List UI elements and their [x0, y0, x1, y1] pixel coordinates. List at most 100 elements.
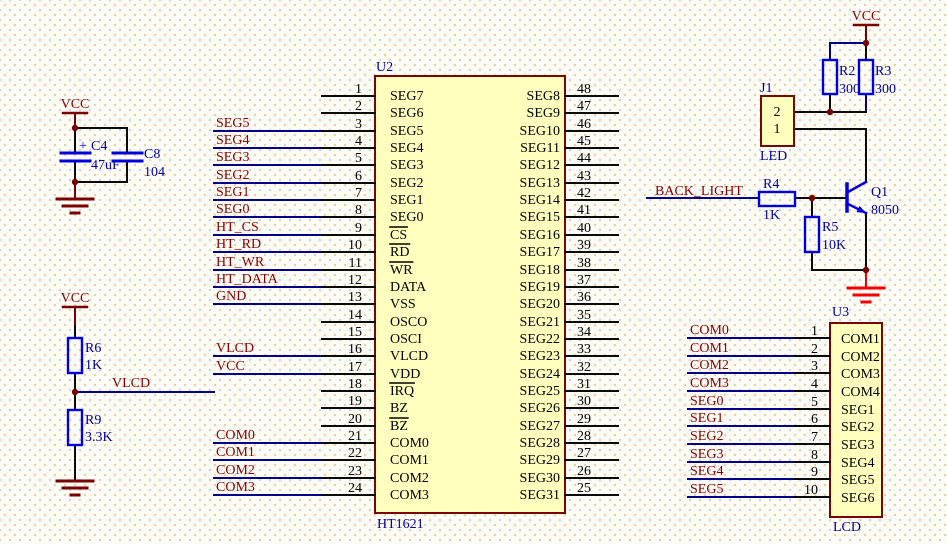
net-label-SEG5[interactable]: SEG5: [216, 116, 249, 131]
pin-name: BZ: [390, 401, 408, 416]
junction-dot: [71, 178, 79, 186]
pin-number: 2: [811, 342, 818, 357]
net-label-HT_RD[interactable]: HT_RD: [216, 237, 261, 252]
vcc-label: VCC: [61, 291, 90, 306]
junction-dot: [71, 388, 79, 396]
ground-decoupling[interactable]: [55, 197, 95, 215]
net-label-SEG4[interactable]: SEG4: [690, 464, 723, 479]
value-label: 104: [144, 165, 165, 180]
net-label-BACK_LIGHT[interactable]: BACK_LIGHT: [655, 184, 743, 199]
pin-number: 25: [577, 481, 591, 496]
ground-backlight[interactable]: [846, 286, 886, 304]
net-label-SEG1[interactable]: SEG1: [690, 411, 723, 426]
pin-name: OSCI: [390, 332, 422, 347]
resistor-body: [857, 58, 875, 96]
pin-name: SEG11: [520, 141, 560, 156]
net-label-VLCD-divider[interactable]: VLCD: [112, 376, 150, 391]
pin-number: 5: [355, 151, 362, 166]
net-label-COM0[interactable]: COM0: [690, 323, 729, 338]
net-label-SEG1[interactable]: SEG1: [216, 185, 249, 200]
pin-name: SEG23: [520, 349, 560, 364]
pin-name: SEG31: [520, 488, 560, 503]
net-label-COM3[interactable]: COM3: [216, 480, 255, 495]
net-label-SEG0[interactable]: SEG0: [690, 394, 723, 409]
net-label-VLCD[interactable]: VLCD: [216, 341, 254, 356]
net-label-COM3[interactable]: COM3: [690, 376, 729, 391]
pin-number: 36: [577, 290, 591, 305]
pin-name: SEG7: [390, 89, 423, 104]
pin-number: 15: [348, 325, 362, 340]
net-label-COM2[interactable]: COM2: [690, 358, 729, 373]
pin-number: 42: [577, 186, 591, 201]
junction-dot: [826, 108, 834, 116]
ref-designator: Q1: [871, 185, 888, 200]
pin-number: 7: [355, 186, 362, 201]
ground-divider[interactable]: [55, 479, 95, 497]
pin-number: 9: [355, 221, 362, 236]
vcc-symbol-decoupling[interactable]: VCC: [61, 97, 90, 115]
pin-name: SEG28: [520, 436, 560, 451]
pin-name: SEG13: [520, 176, 560, 191]
vcc-symbol-divider[interactable]: VCC: [61, 291, 90, 309]
pin-number: 4: [811, 377, 818, 392]
pin-name: SEG0: [390, 210, 423, 225]
net-labels: SEG5SEG4SEG3SEG2SEG1SEG0HT_CSHT_RDHT_WRH…: [112, 116, 743, 497]
ref-designator: R3: [875, 64, 891, 79]
vcc-symbol-backlight[interactable]: VCC: [852, 9, 881, 27]
emitter-arrow: [856, 205, 866, 213]
net-label-COM2[interactable]: COM2: [216, 463, 255, 478]
pin-number: 47: [577, 99, 591, 114]
net-label-COM1[interactable]: COM1: [216, 445, 255, 460]
pin-number: 32: [577, 360, 591, 375]
net-label-VCC[interactable]: VCC: [216, 359, 245, 374]
pin-name: COM1: [841, 332, 880, 347]
connector-u3-lcd[interactable]: U3LCD1COM12COM23COM34COM45SEG16SEG27SEG3…: [794, 305, 883, 535]
pin-name: COM0: [390, 436, 429, 451]
pin-number: 48: [577, 82, 591, 97]
resistor-body: [821, 58, 839, 96]
pin-name: SEG21: [520, 315, 560, 330]
net-label-SEG3[interactable]: SEG3: [690, 447, 723, 462]
pin-number: 44: [577, 151, 591, 166]
pin-number: 16: [348, 342, 362, 357]
pin-number: 29: [577, 412, 591, 427]
pin-name: SEG4: [390, 141, 423, 156]
pin-number: 5: [811, 395, 818, 410]
net-label-GND[interactable]: GND: [216, 289, 246, 304]
pin-number: 2: [774, 105, 781, 120]
connector-body: [760, 95, 795, 147]
pin-name: SEG2: [841, 420, 874, 435]
pin-name: SEG20: [520, 297, 560, 312]
net-label-SEG3[interactable]: SEG3: [216, 150, 249, 165]
resistor-r9[interactable]: R93.3K: [66, 408, 113, 447]
pin-name: COM2: [841, 350, 880, 365]
pin-name: IRQ: [390, 384, 414, 399]
junction-dot: [862, 39, 870, 47]
net-label-SEG5[interactable]: SEG5: [690, 482, 723, 497]
net-label-SEG4[interactable]: SEG4: [216, 133, 249, 148]
net-label-SEG2[interactable]: SEG2: [216, 168, 249, 183]
pin-number: 24: [348, 481, 362, 496]
net-label-COM1[interactable]: COM1: [690, 341, 729, 356]
net-label-SEG0[interactable]: SEG0: [216, 202, 249, 217]
net-label-HT_WR[interactable]: HT_WR: [216, 255, 265, 270]
chip-body: [374, 75, 566, 514]
pin-name: SEG30: [520, 471, 560, 486]
net-label-COM0[interactable]: COM0: [216, 428, 255, 443]
ref-designator: J1: [760, 81, 772, 96]
net-label-HT_CS[interactable]: HT_CS: [216, 220, 259, 235]
pin-number: 37: [577, 273, 591, 288]
net-label-SEG2[interactable]: SEG2: [690, 429, 723, 444]
value-label: 3.3K: [85, 430, 113, 445]
net-label-HT_DATA[interactable]: HT_DATA: [216, 272, 279, 287]
